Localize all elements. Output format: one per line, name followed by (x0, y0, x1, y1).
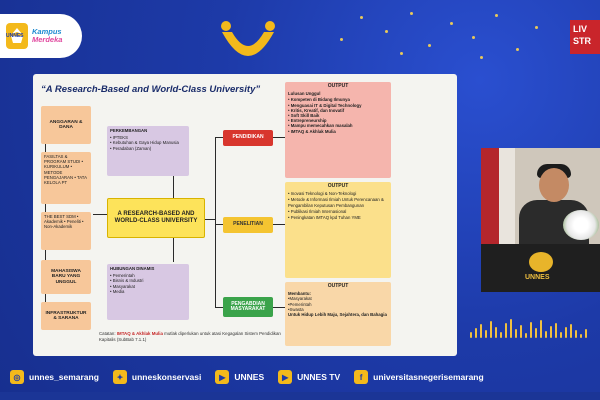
unnes-logo-icon (6, 23, 28, 49)
social-youtube[interactable]: ▶ UNNES (215, 370, 264, 384)
youtube-icon: ▶ (278, 370, 293, 384)
connector-line (215, 137, 223, 138)
connector-line (273, 224, 285, 225)
kampus-merdeka-logo: Kampus Merdeka (32, 27, 63, 44)
pillar-pengabdian: PENGABDIAN MASYARAKAT (223, 297, 273, 317)
audio-waveform (470, 318, 595, 338)
speaker-video: UNNES (481, 148, 600, 292)
output-box-pendidikan: OUTPUT Lulusan Unggul • Kompeten di Bida… (285, 82, 391, 178)
input-box-anggaran: ANGGARAN & DANA (41, 106, 91, 144)
youtube-icon: ▶ (215, 370, 230, 384)
social-facebook[interactable]: f universitasnegerisemarang (354, 370, 484, 384)
twitter-icon: ✦ (112, 370, 127, 384)
social-media-bar: ◎ unnes_semarang ✦ unneskonservasi ▶ UNN… (0, 364, 600, 390)
hubungan-dinamis-box: HUBUNGAN DINAMIS • Pemerintah • Bisnis &… (107, 264, 189, 320)
facebook-icon: f (354, 370, 369, 384)
connector-line (173, 174, 174, 198)
connector-line (215, 307, 223, 308)
pillar-penelitian: PENELITIAN (223, 217, 273, 233)
instagram-icon: ◎ (10, 370, 24, 384)
input-box-mahasiswa: MAHASISWA BARU YANG UNGGUL (41, 260, 91, 294)
connector-line (215, 137, 216, 307)
perkembangan-box: PERKEMBANGAN • IPTEKS • Kebutuhan & Gaya… (107, 126, 189, 176)
social-instagram[interactable]: ◎ unnes_semarang (10, 370, 99, 384)
unnes-logo-label: UNNES (6, 33, 24, 39)
connector-line (273, 137, 285, 138)
decorative-dots (330, 8, 560, 63)
slide-note: Catatan: IMTAQ & Akhlak Mulia mutlak dip… (99, 331, 281, 342)
podium-logo-icon (529, 252, 553, 272)
brand-logo-badge: Kampus Merdeka (0, 14, 82, 58)
center-university-box: A RESEARCH-BASED AND WORLD-CLASS UNIVERS… (107, 198, 205, 238)
social-twitter[interactable]: ✦ unneskonservasi (112, 370, 201, 384)
live-streaming-badge: LIV STR (570, 20, 600, 54)
output-box-pengabdian: OUTPUT Membantu: •Masyarakat •Pemerintah… (285, 282, 391, 346)
connector-line (205, 219, 215, 220)
connector-line (93, 214, 107, 215)
bottom-strip (0, 392, 600, 400)
podium-label: UNNES (525, 274, 550, 281)
connector-line (273, 307, 285, 308)
social-youtube-tv[interactable]: ▶ UNNES TV (278, 370, 340, 384)
presentation-slide: “A Research-Based and World-Class Univer… (33, 74, 457, 356)
input-box-fasilitas: FASILTAS & PROGRAM STUDI • KURIKULUM • M… (41, 152, 91, 204)
output-box-penelitian: OUTPUT • Inovasi Teknologi & Non-Teknolo… (285, 182, 391, 278)
unnes-emblem-icon (221, 21, 275, 56)
connector-line (215, 224, 223, 225)
pillar-pendidikan: PENDIDIKAN (223, 130, 273, 146)
slide-title: “A Research-Based and World-Class Univer… (41, 84, 261, 95)
input-box-infrastruktur: INFRASTRUKTUR & SARANA (41, 302, 91, 330)
input-box-sdm: THE BEST SDM • Akademik • Peneliti • Non… (41, 212, 91, 250)
connector-line (173, 238, 174, 262)
flower-arrangement (563, 210, 599, 240)
